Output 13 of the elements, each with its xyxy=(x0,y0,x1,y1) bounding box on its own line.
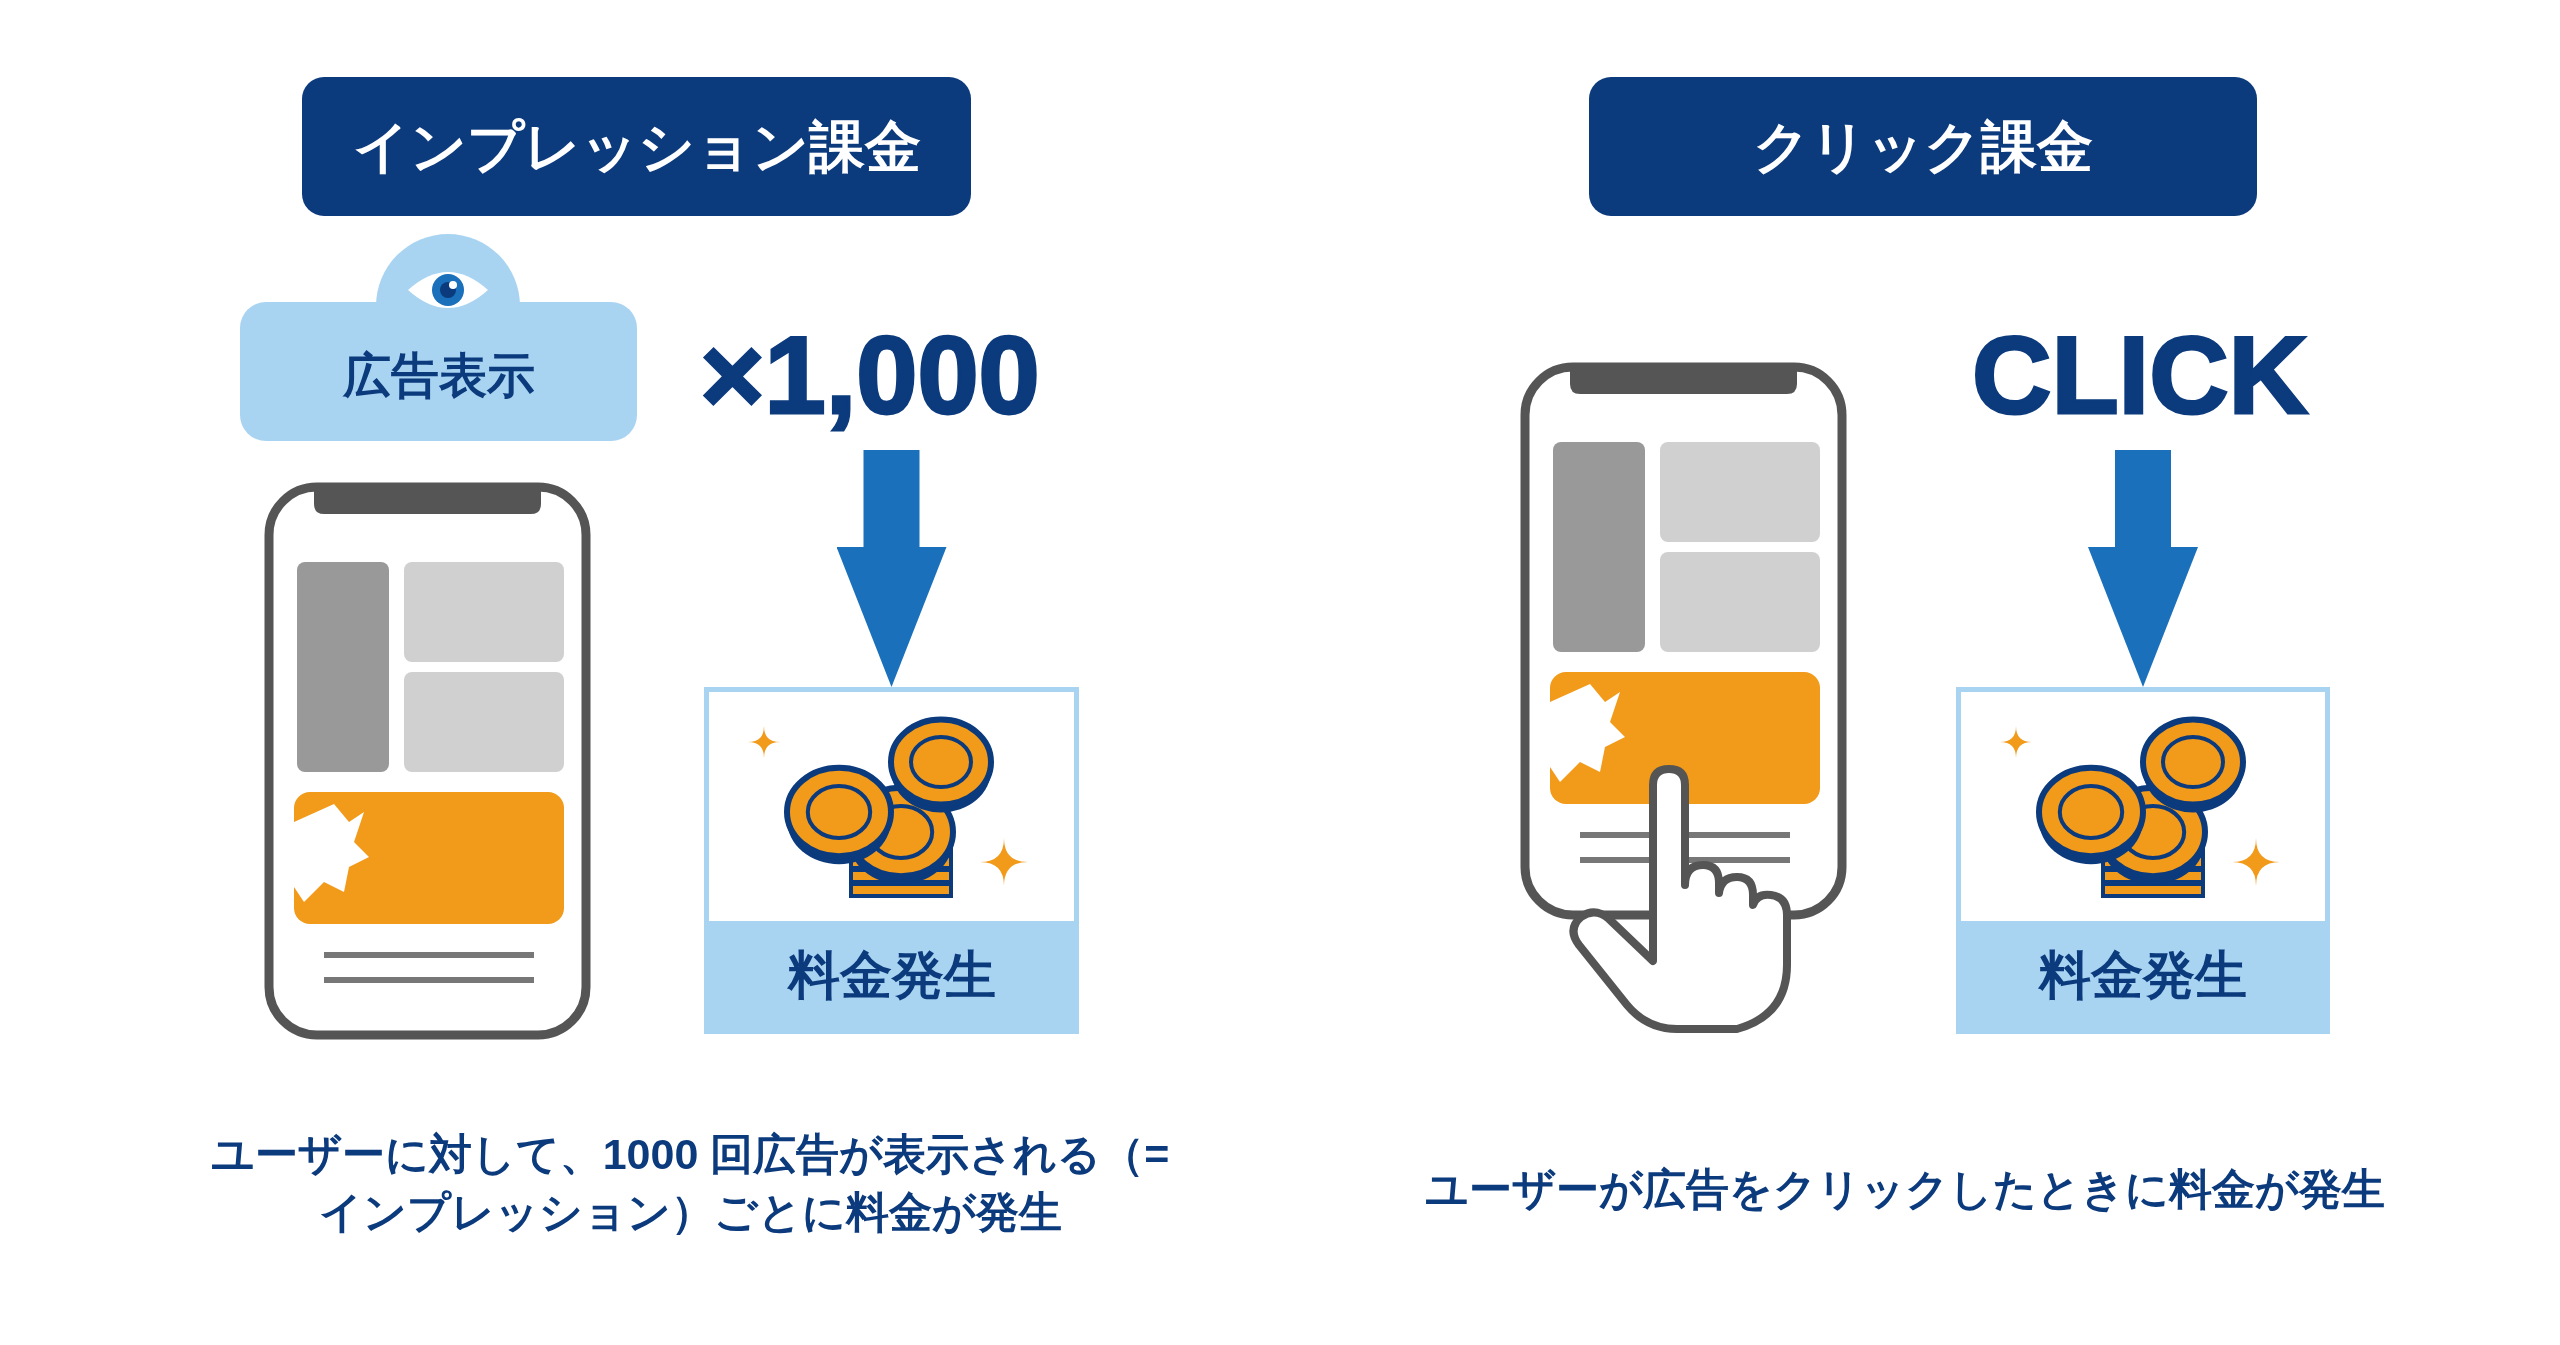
title-banner: インプレッション課金 xyxy=(302,77,971,216)
charge-panel xyxy=(704,687,1079,1034)
down-arrow xyxy=(2088,450,2198,687)
big-heading-text: CLICK xyxy=(1971,320,2309,430)
tag-text: 広告表示 xyxy=(341,348,536,404)
panel-caption: 料金発生 xyxy=(709,921,1074,1029)
panel-caption: 料金発生 xyxy=(1961,921,2325,1029)
down-arrow xyxy=(836,450,947,687)
description-text: ユーザーが広告をクリックしたときに料金が発生 xyxy=(1424,1164,2386,1215)
description-text: ユーザーに対して、1000 回広告が表示される（=インプレッション）ごとに料金が発生 xyxy=(209,1129,1171,1239)
big-heading-text: ×1,000 xyxy=(700,320,1040,430)
title-banner: クリック課金 xyxy=(1589,77,2257,216)
charge-panel xyxy=(1956,687,2330,1034)
